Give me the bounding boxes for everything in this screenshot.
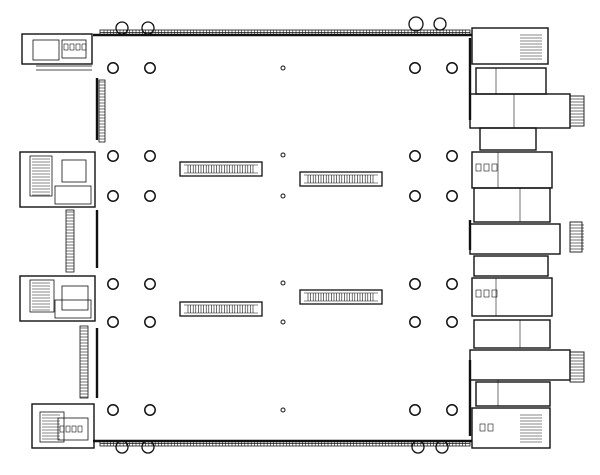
fixture — [69, 43, 75, 51]
fixture — [491, 163, 498, 172]
right-steps — [569, 95, 585, 383]
inner-column-dot — [280, 407, 286, 413]
bottom-ramp-hatch — [103, 441, 466, 446]
top-ramp-hatch — [103, 30, 466, 35]
column — [446, 150, 458, 162]
inner-dots — [280, 65, 286, 413]
left-pavilion-3 — [19, 275, 96, 322]
column — [409, 278, 421, 290]
column — [446, 62, 458, 74]
column — [107, 404, 119, 416]
column — [107, 190, 119, 202]
escalator-2 — [299, 171, 383, 187]
column — [409, 150, 421, 162]
column — [446, 316, 458, 328]
column — [409, 404, 421, 416]
left-ramp-hatch — [66, 81, 105, 398]
fixture — [59, 425, 65, 433]
column — [144, 150, 156, 162]
column — [144, 62, 156, 74]
strip-circles — [115, 16, 449, 454]
fixture — [63, 43, 69, 51]
inner-column-dot — [280, 193, 286, 199]
fixture — [483, 289, 490, 298]
inner-column-dot — [280, 280, 286, 286]
column — [107, 316, 119, 328]
column — [144, 190, 156, 202]
left-pavilion-1 — [21, 33, 93, 71]
column — [446, 278, 458, 290]
fixture — [71, 425, 77, 433]
column — [409, 62, 421, 74]
hall-outline — [93, 33, 472, 443]
fixture — [75, 43, 81, 51]
inner-column-dot — [280, 152, 286, 158]
column — [409, 190, 421, 202]
inner-column-dot — [280, 319, 286, 325]
left-pavilion-4 — [31, 403, 95, 449]
fixture — [479, 423, 486, 432]
fixture — [475, 163, 482, 172]
left-pavilion-2 — [19, 151, 96, 208]
column — [446, 404, 458, 416]
fixture — [491, 289, 498, 298]
left-ramps — [65, 79, 106, 399]
fixture — [483, 163, 490, 172]
escalator-treads — [184, 164, 378, 314]
escalator-1 — [179, 161, 263, 177]
left-pavilion-details — [32, 43, 87, 440]
fixture — [81, 43, 87, 51]
columns — [107, 62, 458, 416]
column — [107, 150, 119, 162]
escalator-4 — [299, 289, 383, 305]
right-blocks — [469, 27, 571, 449]
column — [409, 316, 421, 328]
column — [144, 278, 156, 290]
fixture — [77, 425, 83, 433]
column — [107, 62, 119, 74]
column — [144, 404, 156, 416]
column — [107, 278, 119, 290]
column — [144, 316, 156, 328]
inner-column-dot — [280, 65, 286, 71]
right-details — [475, 34, 584, 443]
fixture — [487, 423, 494, 432]
fixture — [65, 425, 71, 433]
fixture — [475, 289, 482, 298]
escalator-3 — [179, 301, 263, 317]
column — [446, 190, 458, 202]
